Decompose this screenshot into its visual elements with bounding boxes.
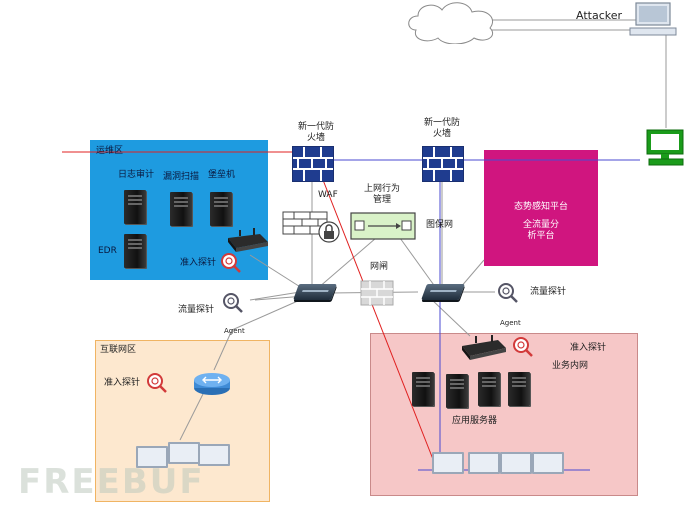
agent-left-label: Agent [224, 327, 245, 335]
flow-probe-right-label: 流量探针 [530, 287, 567, 297]
log-audit-server-icon [124, 190, 146, 224]
ngfw-right-label: 新一代防 火墙 [422, 118, 462, 140]
ngfw-right-label-text: 新一代防 火墙 [423, 118, 460, 139]
bastion-label: 堡垒机 [208, 170, 236, 180]
vuln-scan-server-icon [170, 192, 192, 226]
ops-zone-label: 运维区 [96, 146, 124, 156]
situation-platform-label: 态势感知平台 [513, 202, 568, 212]
internet-access-probe-label: 准入探针 [104, 378, 141, 388]
app-server-1-icon [412, 372, 434, 406]
web-behavior-label-text: 上网行为 管理 [363, 184, 400, 205]
internet-pc-1-icon [136, 446, 168, 468]
business-pc-4-icon [532, 452, 564, 474]
cloud-icon [408, 2, 494, 44]
business-access-router-icon [462, 335, 506, 360]
app-server-4-icon [508, 372, 530, 406]
business-pc-3-icon [500, 452, 532, 474]
web-behavior-label: 上网行为 管理 [356, 184, 408, 206]
internet-zone [95, 340, 270, 502]
log-audit-label: 日志审计 [118, 170, 155, 180]
situation-platform-box [484, 150, 598, 266]
ngfw-right-firewall-icon [422, 146, 464, 182]
internet-pc-3-icon [198, 444, 230, 466]
internet-access-probe-icon [147, 373, 167, 393]
flow-probe-right-icon [498, 283, 518, 303]
bastion-server-icon [210, 192, 232, 226]
shield-net-label: 图保网 [426, 220, 454, 230]
vuln-scan-label: 漏洞扫描 [163, 172, 200, 182]
business-access-probe-label: 准入探针 [570, 343, 607, 353]
agent-right-label: Agent [500, 319, 521, 327]
situation-sub-label-text: 全流量分 析平台 [522, 220, 559, 241]
internet-zone-label: 互联网区 [100, 345, 137, 355]
app-server-2-icon [446, 374, 468, 408]
ops-access-router-icon [228, 228, 268, 252]
business-pc-1-icon [432, 452, 464, 474]
waf-label: WAF [318, 190, 338, 200]
freebuf-watermark: FREEBUF [18, 462, 205, 502]
internet-router-icon [194, 373, 230, 395]
ops-access-probe-icon [221, 253, 241, 273]
ngfw-left-firewall-icon [292, 146, 334, 182]
situation-sub-label: 全流量分 析平台 [484, 220, 598, 242]
flow-probe-left-icon [223, 293, 243, 313]
app-servers-label: 应用服务器 [452, 416, 498, 426]
monitoring-computer-icon [646, 129, 684, 166]
ngfw-left-label-text: 新一代防 火墙 [297, 122, 334, 143]
internet-pc-2-icon [168, 442, 200, 464]
business-access-probe-icon [513, 337, 533, 357]
waf-firewall-icon [282, 211, 340, 243]
ops-access-probe-label: 准入探针 [180, 258, 217, 268]
attacker-computer-icon [629, 2, 677, 36]
core-switch-right-icon [421, 284, 465, 300]
web-behavior-device-icon [350, 212, 416, 240]
attacker-label: Attacker [576, 9, 623, 22]
flow-probe-left-label: 流量探针 [178, 305, 215, 315]
edr-server-icon [124, 234, 146, 268]
business-net-label: 业务内网 [552, 361, 589, 371]
core-switch-left-icon [293, 284, 337, 300]
app-server-3-icon [478, 372, 500, 406]
ngfw-left-label: 新一代防 火墙 [296, 122, 336, 144]
gateway-icon [360, 280, 394, 306]
business-pc-2-icon [468, 452, 500, 474]
gateway-label: 网闸 [370, 262, 389, 272]
edr-label: EDR [98, 246, 117, 256]
